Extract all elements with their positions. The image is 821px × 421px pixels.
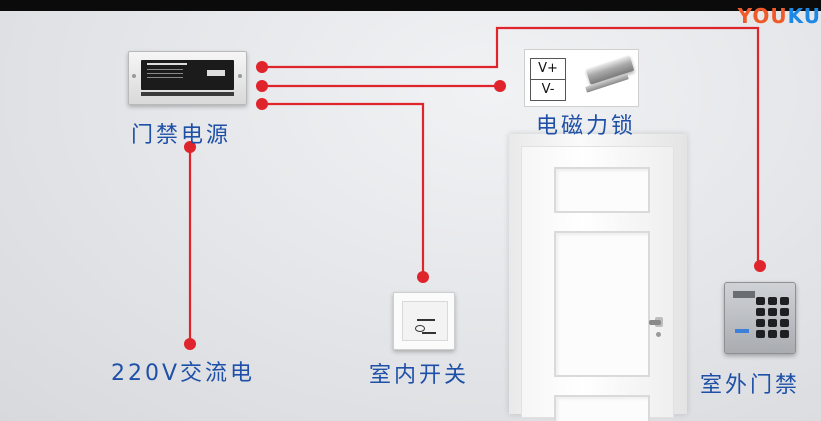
outdoor-reader-label: 室外门禁 [700, 373, 801, 398]
top-letterbox [0, 0, 821, 11]
youku-watermark: YOUKU [738, 4, 821, 28]
mag-lock-node [494, 80, 506, 92]
exit-button-node [417, 271, 429, 283]
watermark-part2: KU [787, 4, 821, 28]
magnetic-lock-icon: V+ V- [524, 49, 639, 107]
terminal-v-minus: V- [530, 79, 566, 101]
psu-terminal-1 [256, 61, 268, 73]
exit-button-label: 室内开关 [369, 363, 470, 388]
power-supply-icon [128, 51, 247, 105]
outdoor-reader-node [754, 260, 766, 272]
psu-terminal-3 [256, 98, 268, 110]
power-supply-label: 门禁电源 [131, 123, 232, 148]
ac-input-node [184, 338, 196, 350]
keypad-icon [724, 282, 796, 354]
wire-to-outdoor-reader [262, 26, 760, 266]
door-icon [521, 146, 674, 421]
wire-to-exit-button [262, 102, 425, 277]
watermark-part1: YOU [737, 4, 788, 28]
exit-button-icon [393, 292, 455, 350]
mag-lock-label: 电磁力锁 [536, 114, 637, 139]
ac-input-label: 220V交流电 [111, 361, 256, 386]
psu-ac-node [184, 141, 196, 153]
psu-terminal-2 [256, 80, 268, 92]
